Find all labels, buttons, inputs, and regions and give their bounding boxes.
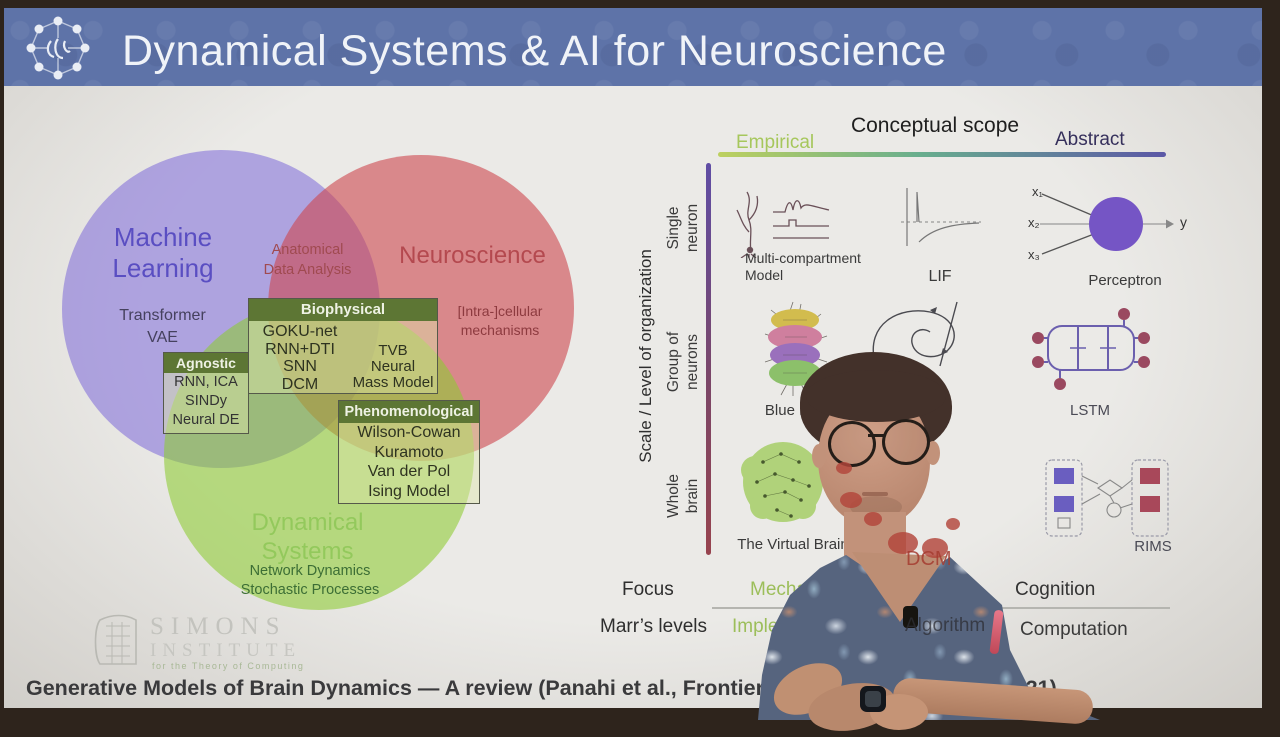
simons-institute-logo-icon — [94, 614, 137, 665]
biophysical-box: Biophysical GOKU-net RNN+DTI SNN DCM TVB… — [248, 298, 438, 394]
biophysical-item: GOKU-net — [262, 323, 338, 340]
ml-neuro-overlap-label: Anatomical Data Analysis — [263, 242, 352, 278]
cell-label-lif: LIF — [928, 268, 952, 285]
phenomenological-item: Kuramoto — [374, 443, 444, 461]
agnostic-box: Agnostic RNN, ICA SINDy Neural DE — [163, 352, 249, 434]
x-axis-right-label: Abstract — [1055, 129, 1125, 150]
biophysical-item: DCM — [281, 375, 319, 393]
biophysical-item: TVB — [378, 342, 408, 359]
cell-label-blue-brain: Blue Brain — [764, 402, 835, 419]
x-axis-gradient-line — [718, 152, 1166, 157]
perceptron-input-label: x₃ — [1028, 247, 1040, 262]
perceptron-input-label: x₁ — [1032, 184, 1043, 199]
y-axis-gradient-line — [706, 163, 711, 555]
agnostic-item: SINDy — [185, 393, 227, 409]
agnostic-item: RNN, ICA — [174, 374, 238, 390]
marr-right-value: Computation — [1020, 619, 1128, 640]
phenomenological-box-header: Phenomenological — [339, 401, 479, 423]
dynamical-systems-circle — [164, 300, 474, 610]
lif-icon — [901, 188, 981, 246]
lecture-video-frame: { "title": "Dynamical Systems & AI for N… — [4, 8, 1262, 737]
biophysical-item: RNN+DTI — [265, 340, 335, 358]
simons-logo-line2: INSTITUTE — [150, 640, 302, 661]
phenomenological-box: Phenomenological Wilson-Cowan Kuramoto V… — [338, 400, 480, 504]
neuroscience-items: [Intra-]cellular mechanisms — [457, 303, 543, 338]
machine-learning-items: Transformer VAE — [119, 307, 206, 346]
slide-title: Dynamical Systems & AI for Neuroscience — [122, 27, 947, 75]
dynamical-systems-label: Dynamical Systems — [251, 509, 364, 565]
biophysical-item: Neural Mass Model — [352, 358, 434, 391]
perceptron-icon — [1040, 193, 1174, 255]
x-axis-left-label: Empirical — [736, 132, 815, 153]
perceptron-input-label: x₂ — [1028, 215, 1040, 230]
perceptron-output-label: y — [1180, 214, 1187, 230]
cell-label-rims: RIMS — [1134, 538, 1172, 555]
cell-label-multi-compartment: Multi-compartment Model — [745, 250, 861, 283]
projected-slide — [4, 8, 1262, 708]
biophysical-item: SNN — [283, 358, 317, 375]
y-axis-title: Scale / Level of organization — [636, 249, 655, 463]
phenomenological-item: Wilson-Cowan — [357, 424, 461, 441]
phase-portrait-icon — [872, 301, 958, 367]
citation-text: Generative Models of Brain Dynamics — A … — [26, 676, 1057, 700]
focus-row-label: Focus — [622, 579, 674, 600]
machine-learning-label: Machine Learning — [112, 222, 214, 283]
focus-left-value: Mechanism — [750, 579, 848, 600]
cell-label-lstm: LSTM — [1069, 402, 1110, 419]
focus-right-value: Cognition — [1015, 579, 1096, 600]
multi-compartment-model-icon — [736, 191, 830, 258]
biophysical-box-header: Biophysical — [249, 299, 437, 321]
lstm-icon — [1032, 308, 1150, 390]
simons-logo-line1: SIMONS — [150, 613, 287, 640]
dynamical-systems-items: Network Dynamics Stochastic Processes — [240, 563, 380, 598]
cell-label-virtual-brain: The Virtual Brain — [737, 536, 849, 553]
brain-network-icon — [26, 16, 90, 80]
blue-brain-icon — [764, 301, 828, 396]
agnostic-item: Neural DE — [172, 412, 240, 428]
rims-icon — [1045, 459, 1169, 537]
virtual-brain-icon — [741, 442, 836, 522]
simons-logo-line3: for the Theory of Computing — [152, 661, 305, 671]
slide-title-bar — [4, 8, 1262, 86]
neuroscience-label: Neuroscience — [399, 242, 546, 269]
marr-left-value: Implementation — [732, 616, 862, 637]
phenomenological-item: Van der Pol — [367, 463, 451, 480]
x-axis-title: Conceptual scope — [850, 114, 1020, 137]
marr-row-label: Marr’s levels — [600, 616, 707, 637]
agnostic-box-header: Agnostic — [164, 353, 248, 373]
focus-marr-divider — [712, 607, 1170, 609]
phenomenological-item: Ising Model — [368, 482, 450, 500]
cell-label-perceptron: Perceptron — [1088, 272, 1162, 289]
